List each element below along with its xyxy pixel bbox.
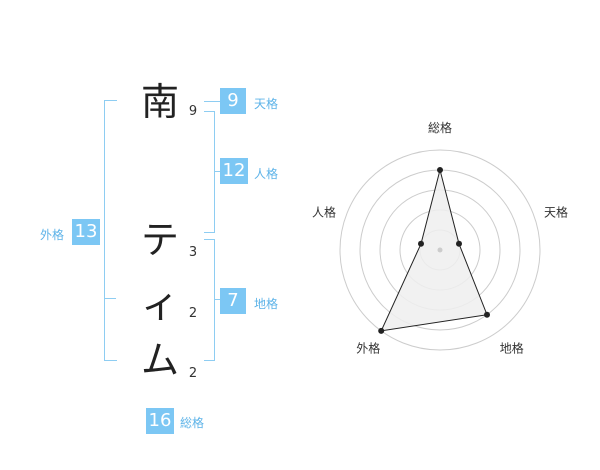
radar-polygon — [380, 169, 488, 332]
chikaku-bracket — [204, 239, 215, 361]
stroke-count-2: 3 — [188, 245, 198, 260]
jinkaku-label: 人格 — [254, 167, 279, 181]
gaikaku-bracket-tick — [104, 298, 116, 299]
tenkaku-label: 天格 — [254, 97, 279, 111]
gaikaku-bracket — [104, 100, 117, 361]
name-char-3: ィ — [140, 282, 179, 326]
jinkaku-connector — [215, 171, 220, 172]
tenkaku-value: 9 — [220, 88, 246, 114]
radar-center-dot — [437, 247, 443, 253]
radar-axis-label-3: 地格 — [500, 341, 524, 356]
gaikaku-label: 外格 — [40, 228, 65, 242]
radar-point-4 — [378, 327, 385, 334]
radar-axis-label-4: 外格 — [356, 341, 380, 356]
jinkaku-bracket — [204, 111, 215, 233]
stroke-count-3: 2 — [188, 306, 198, 321]
name-char-1: 南 — [140, 80, 179, 124]
soukaku-value: 16 — [146, 408, 174, 434]
stroke-count-4: 2 — [188, 366, 198, 381]
radar-grid-ring — [339, 149, 541, 351]
stroke-count-1: 9 — [188, 104, 198, 119]
name-char-2: テ — [140, 218, 179, 262]
soukaku-label: 総格 — [180, 416, 205, 430]
chikaku-connector — [215, 299, 220, 300]
tenkaku-connector — [204, 101, 220, 102]
gaikaku-value: 13 — [72, 219, 100, 245]
radar-point-1 — [437, 167, 443, 173]
radar-axis-label-2: 天格 — [544, 204, 568, 219]
radar-point-5 — [418, 240, 424, 247]
radar-axis-label-5: 人格 — [312, 204, 336, 219]
chikaku-label: 地格 — [254, 297, 279, 311]
name-char-4: ム — [140, 338, 179, 382]
chikaku-value: 7 — [220, 288, 246, 314]
radar-axis-label-1: 総格 — [428, 120, 452, 135]
radar-point-3 — [484, 311, 490, 318]
jinkaku-value: 12 — [220, 158, 248, 184]
radar-point-2 — [456, 240, 462, 247]
